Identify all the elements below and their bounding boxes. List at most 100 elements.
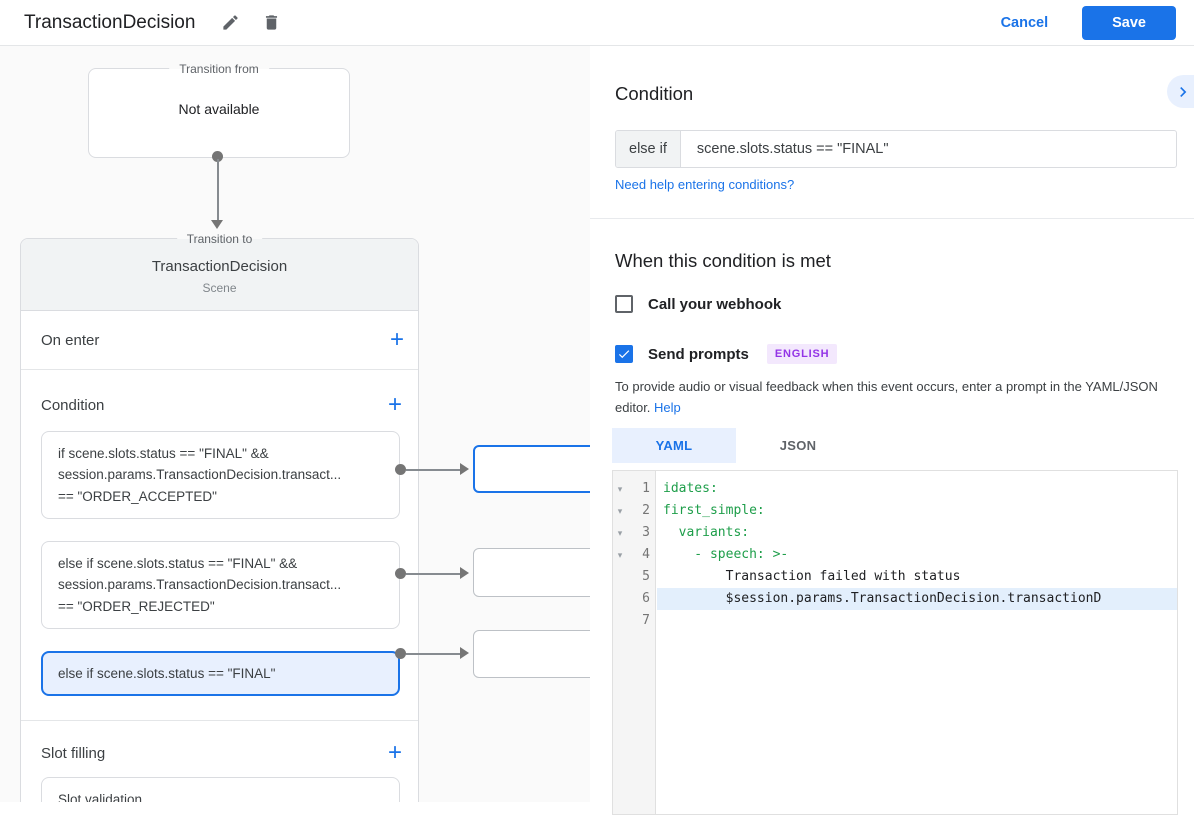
editor-tabs: YAML JSON [612,428,860,463]
editor-line: 5 Transaction failed with status [613,566,1177,588]
chevron-right-icon [1179,86,1186,97]
line-number: 3 [642,525,650,540]
tab-yaml[interactable]: YAML [612,428,736,463]
pencil-icon [223,15,239,30]
editor-line: ▾ 1 idates: [613,478,1177,500]
panel-divider [590,218,1194,219]
header-bar: TransactionDecision Cancel Save [0,0,1194,46]
condition3-connector-dot [395,648,406,659]
scene-title: TransactionDecision [151,258,288,275]
call-webhook-label: Call your webhook [648,295,782,313]
language-badge: ENGLISH [766,344,838,364]
header-actions: Cancel Save [1000,5,1176,40]
fold-arrow-icon[interactable]: ▾ [617,506,623,516]
condition3-arrowhead-icon [460,647,469,659]
checkmark-icon [618,350,630,359]
on-enter-section: On enter + [21,311,418,370]
line-code: variants: [663,525,750,540]
fold-arrow-icon[interactable]: ▾ [617,484,623,494]
scene-diagram: Transition from Not available Transition… [0,46,590,802]
condition-item[interactable]: else if scene.slots.status == "FINAL" &&… [41,540,400,629]
condition3-connector-line [406,653,460,655]
transition-target-box-1[interactable] [473,445,590,493]
yaml-code-editor[interactable]: ▾ 1 idates: ▾ 2 first_simple: ▾ 3 variants:… [612,470,1178,815]
condition-item-text: else if scene.slots.status == "FINAL" &&… [58,555,342,614]
connector-dot [212,151,223,162]
fold-arrow-icon[interactable]: ▾ [617,528,623,538]
condition1-connector-line [406,469,460,471]
when-condition-heading: When this condition is met [615,250,831,271]
cancel-button[interactable]: Cancel [1000,14,1049,31]
connector-arrowhead [211,220,223,229]
line-code: Transaction failed with status [663,569,961,584]
conditions-help-link[interactable]: Need help entering conditions? [615,177,795,192]
trash-icon [266,15,278,30]
on-enter-label: On enter [41,331,100,349]
line-number: 2 [642,503,650,518]
editor-line: ▾ 4 - speech: >- [613,544,1177,566]
tab-json[interactable]: JSON [779,438,817,453]
add-slot-button[interactable]: + [387,739,402,767]
condition-section: Condition + if scene.slots.status == "FI… [21,370,418,722]
prompt-description-text: To provide audio or visual feedback when… [615,379,1158,416]
line-code: first_simple: [663,503,765,518]
page-title: TransactionDecision [24,11,196,33]
line-number: 6 [642,591,650,606]
slot-filling-section: Slot filling + Slot validation [21,721,418,802]
line-number: 5 [642,569,650,584]
connector-line [216,159,219,221]
editor-line: 7 [613,610,1177,632]
help-link[interactable]: Help [654,400,681,416]
condition-expression-field: else if scene.slots.status == "FINAL" [615,130,1177,168]
transition-from-value: Not available [178,101,260,117]
transition-from-legend: Transition from [169,60,269,78]
condition-expression-input[interactable]: scene.slots.status == "FINAL" [696,141,889,157]
line-number: 7 [642,613,650,628]
transition-target-box-3[interactable] [473,630,590,678]
add-on-enter-button[interactable]: + [389,326,404,353]
line-code [657,610,1177,632]
line-code: - speech: >- [663,547,789,562]
line-code: $session.params.TransactionDecision.tran… [657,588,1177,610]
line-number: 1 [642,481,650,496]
scene-card-header: TransactionDecision Scene [21,239,418,311]
editor-lines: ▾ 1 idates: ▾ 2 first_simple: ▾ 3 variants:… [613,471,1177,632]
collapse-panel-button[interactable] [1167,75,1194,108]
condition2-connector-dot [395,568,406,579]
condition1-arrowhead-icon [460,463,469,475]
add-condition-button[interactable]: + [387,391,402,418]
edit-scene-button[interactable] [217,9,244,36]
slot-validation-item[interactable]: Slot validation [41,777,400,802]
condition-item-text: else if scene.slots.status == "FINAL" [58,665,276,681]
line-number: 4 [642,547,650,562]
condition-item[interactable]: else if scene.slots.status == "FINAL" [41,650,400,697]
transition-to-legend: Transition to [176,230,263,248]
editor-line: ▾ 2 first_simple: [613,500,1177,522]
webhook-row: Call your webhook [615,295,781,313]
transition-to-card: Transition to TransactionDecision Scene … [20,230,419,802]
scene-subtitle: Scene [202,281,237,295]
condition2-arrowhead-icon [460,567,469,579]
editor-gutter [613,471,656,814]
condition-editor-panel: Condition else if scene.slots.status == … [590,46,1194,815]
save-button[interactable]: Save [1082,5,1176,40]
slot-filling-label: Slot filling [41,744,106,762]
condition2-connector-line [406,573,460,575]
condition1-connector-dot [395,464,406,475]
send-prompts-label: Send prompts [648,345,749,363]
panel-title: Condition [615,83,694,104]
condition-item[interactable]: if scene.slots.status == "FINAL" && sess… [41,431,400,519]
editor-line: 6 $session.params.TransactionDecision.tr… [613,588,1177,610]
title-group: TransactionDecision [24,9,285,36]
editor-line: ▾ 3 variants: [613,522,1177,544]
prompt-description: To provide audio or visual feedback when… [615,376,1181,419]
call-webhook-checkbox[interactable] [615,295,633,313]
transition-target-box-2[interactable] [473,548,590,597]
send-prompts-row: Send prompts ENGLISH [615,344,838,364]
delete-scene-button[interactable] [258,9,285,36]
send-prompts-checkbox[interactable] [615,345,633,363]
transition-from-box: Transition from Not available [88,60,350,158]
fold-arrow-icon[interactable]: ▾ [617,550,623,560]
condition-prefix: else if [616,131,681,167]
line-code: idates: [663,481,718,496]
